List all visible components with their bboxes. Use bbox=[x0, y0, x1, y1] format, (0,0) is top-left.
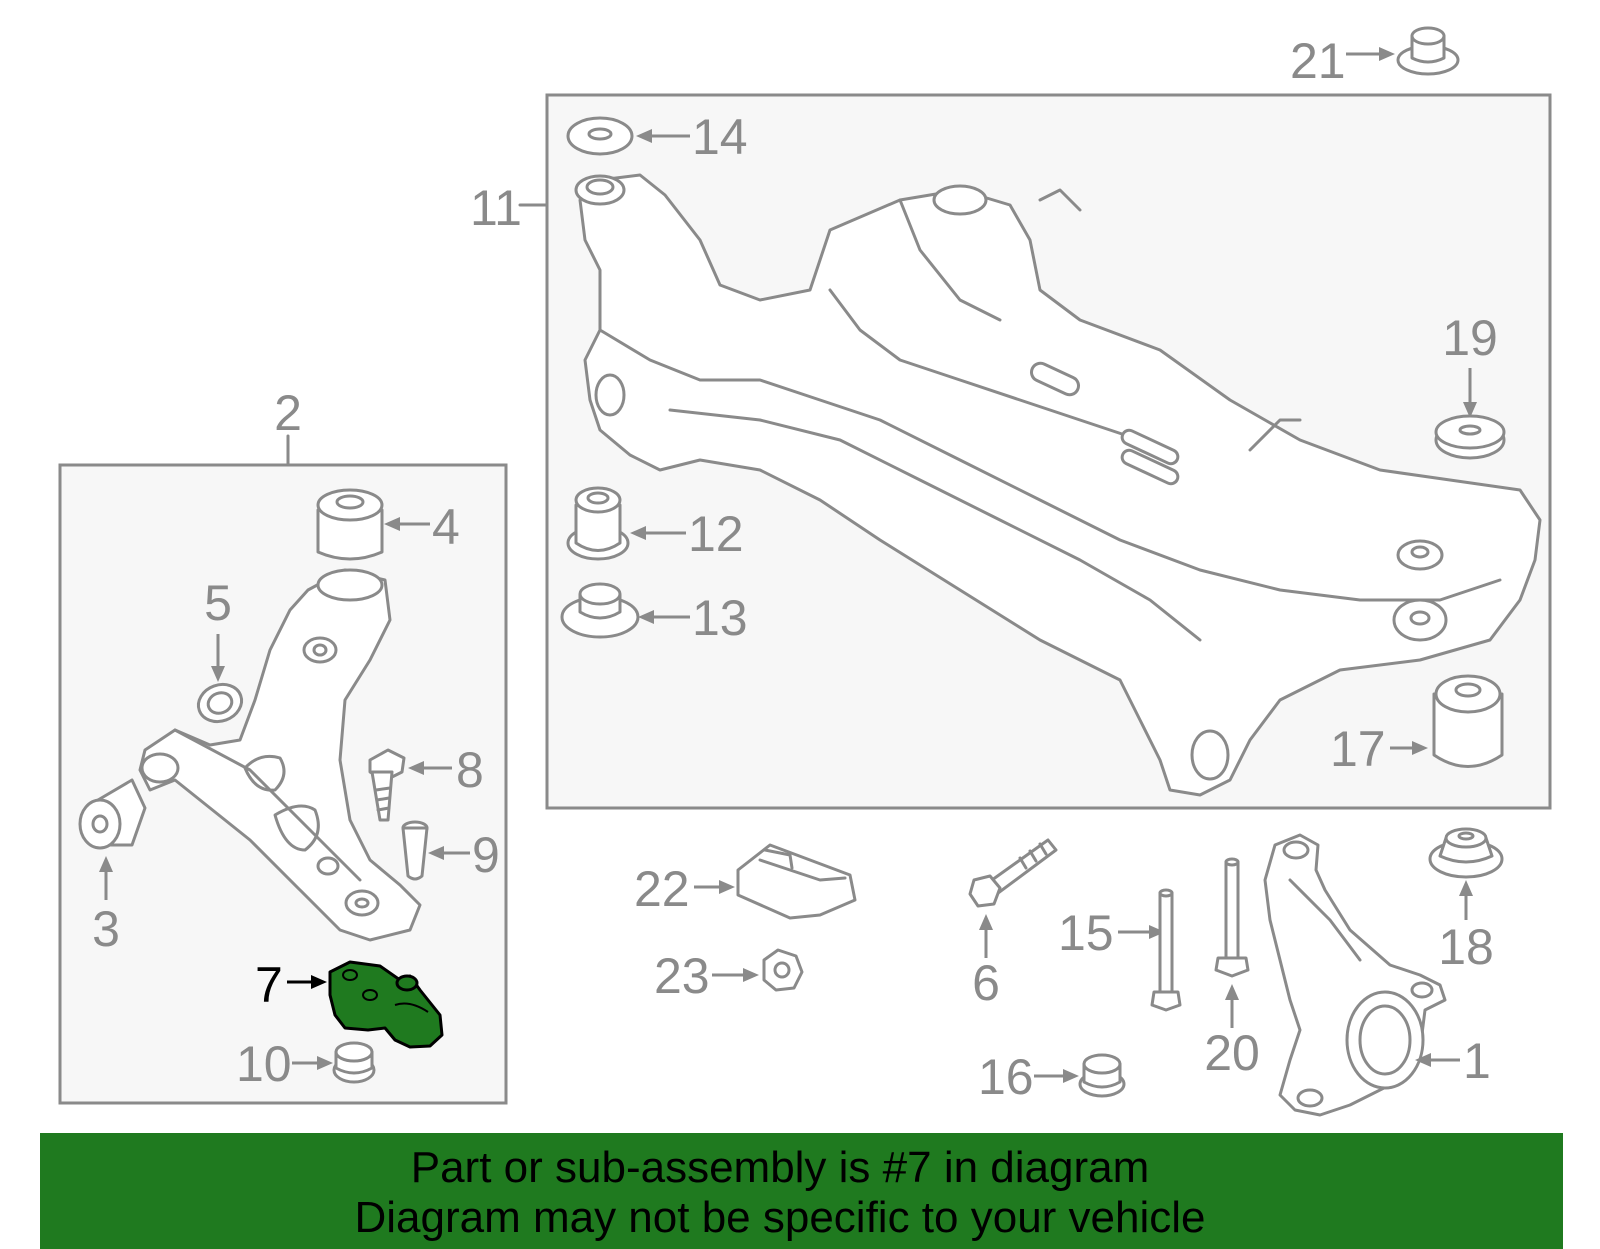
callout-3[interactable]: 3 bbox=[92, 901, 120, 957]
banner-part-note: Part or sub-assembly is #7 in diagram bbox=[410, 1143, 1150, 1192]
part-3-bushing[interactable] bbox=[78, 778, 147, 850]
callout-17[interactable]: 17 bbox=[1330, 721, 1386, 777]
callout-9[interactable]: 9 bbox=[472, 827, 500, 883]
part-7-ball-joint[interactable] bbox=[328, 960, 444, 1049]
callout-4[interactable]: 4 bbox=[432, 499, 460, 555]
callout-18[interactable]: 18 bbox=[1438, 919, 1494, 975]
part-18-mount[interactable] bbox=[1428, 827, 1504, 879]
callout-19[interactable]: 19 bbox=[1442, 310, 1498, 366]
callout-2[interactable]: 2 bbox=[274, 385, 302, 441]
part-22-bracket[interactable] bbox=[736, 843, 857, 920]
part-19-washer[interactable] bbox=[1434, 414, 1506, 460]
part-12-bushing[interactable] bbox=[566, 486, 630, 561]
part-17-bushing[interactable] bbox=[1432, 674, 1504, 768]
part-6-bolt[interactable] bbox=[968, 838, 1058, 908]
callout-5[interactable]: 5 bbox=[204, 575, 232, 631]
callout-21[interactable]: 21 bbox=[1290, 33, 1346, 89]
part-9-pin[interactable] bbox=[401, 820, 429, 881]
callout-10[interactable]: 10 bbox=[236, 1036, 292, 1092]
callout-7[interactable]: 7 bbox=[255, 957, 283, 1013]
callout-22[interactable]: 22 bbox=[634, 861, 690, 917]
callout-13[interactable]: 13 bbox=[692, 590, 748, 646]
part-1-steering-knuckle[interactable] bbox=[1263, 833, 1447, 1117]
part-20-bolt[interactable] bbox=[1214, 857, 1250, 978]
callout-20[interactable]: 20 bbox=[1204, 1025, 1260, 1081]
banner-disclaimer: Diagram may not be specific to your vehi… bbox=[354, 1193, 1206, 1242]
callout-1[interactable]: 1 bbox=[1463, 1033, 1491, 1089]
part-10-nut[interactable] bbox=[332, 1041, 376, 1084]
part-5-seal[interactable] bbox=[193, 679, 247, 728]
part-4-bushing[interactable] bbox=[316, 488, 384, 561]
callout-12[interactable]: 12 bbox=[688, 506, 744, 562]
front-crossmember[interactable] bbox=[574, 173, 1542, 797]
info-banner: Part or sub-assembly is #7 in diagram Di… bbox=[40, 1133, 1563, 1249]
callout-11[interactable]: 11 bbox=[470, 180, 522, 236]
callout-23[interactable]: 23 bbox=[654, 948, 710, 1004]
callout-16[interactable]: 16 bbox=[978, 1049, 1034, 1105]
part-13-mount[interactable] bbox=[560, 582, 640, 639]
part-16-nut[interactable] bbox=[1078, 1053, 1126, 1098]
part-8-bolt[interactable] bbox=[368, 748, 406, 822]
part-23-nut[interactable] bbox=[762, 948, 804, 992]
callout-6[interactable]: 6 bbox=[972, 955, 1000, 1011]
part-15-bolt[interactable] bbox=[1150, 888, 1182, 1012]
callout-15[interactable]: 15 bbox=[1058, 905, 1114, 961]
callout-14[interactable]: 14 bbox=[692, 109, 748, 165]
lower-control-arm[interactable] bbox=[138, 568, 422, 942]
part-14-insulator[interactable] bbox=[566, 116, 634, 156]
callout-8[interactable]: 8 bbox=[456, 742, 484, 798]
part-21-nut[interactable] bbox=[1396, 26, 1460, 76]
